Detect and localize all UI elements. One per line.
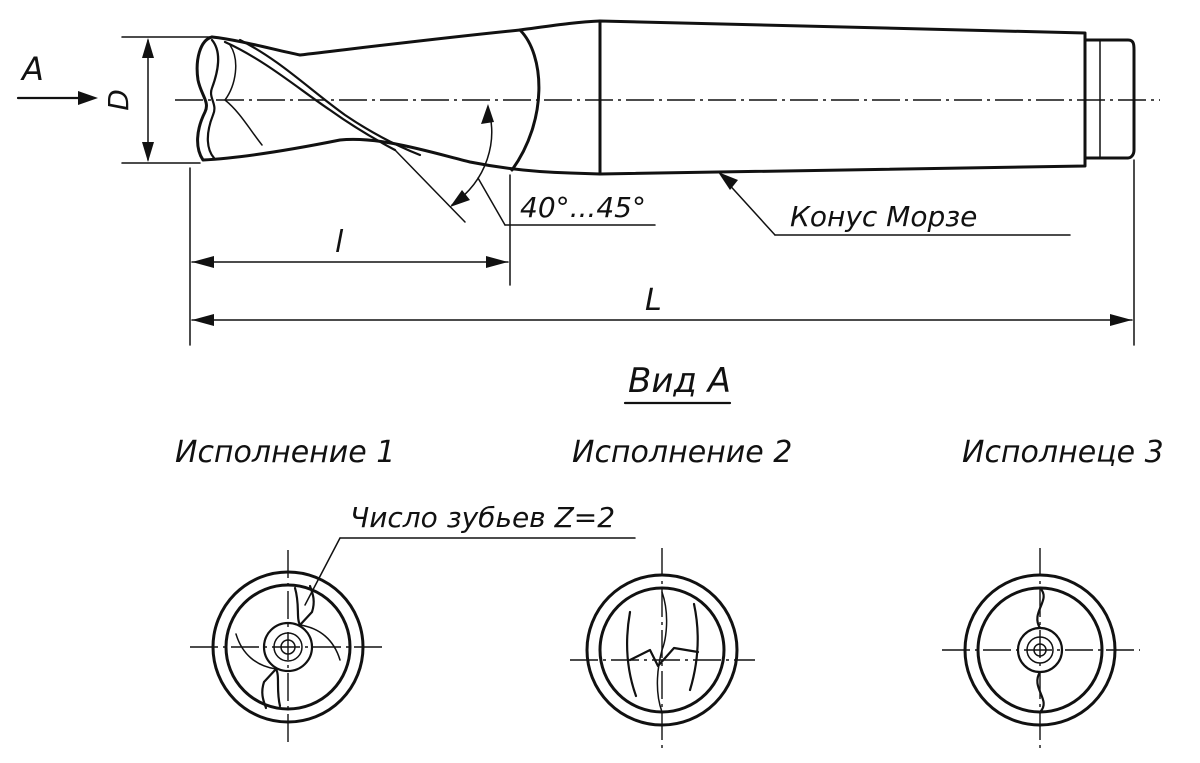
angle-dimension: 40°...45° (450, 104, 656, 226)
ev1-hub-ring-2 (280, 639, 296, 655)
teeth-count-label: Число зубьев Z=2 (350, 501, 615, 534)
view-arrow-group: A (16, 50, 98, 105)
ev3-hub-ring-1 (1026, 636, 1054, 664)
d-arrow-top (142, 38, 154, 58)
L-arrow-left (192, 314, 214, 326)
end-view-variant-1 (190, 550, 385, 745)
ev2-center-web (656, 591, 668, 713)
ev2-cutting-edge (625, 602, 699, 698)
length-l-dimension: l (189, 167, 511, 346)
ev2-chisel-edge (628, 646, 700, 668)
ev3-flute-bottom (1036, 670, 1045, 714)
view-title: Вид А (628, 361, 731, 401)
length-total-dimension: L (191, 159, 1135, 346)
l-label: l (335, 225, 344, 260)
angle-leader (477, 177, 506, 226)
angle-arrow-top (481, 104, 494, 124)
angle-arrow-bottom (450, 190, 470, 207)
angle-label: 40°...45° (520, 191, 646, 224)
view-title-group: Вид А (623, 361, 732, 405)
L-label: L (645, 283, 662, 318)
ev1-outer-circle (211, 570, 365, 724)
L-arrow-right (1110, 314, 1132, 326)
view-arrow-label: A (20, 50, 44, 88)
variant-3-caption: Исполнеце 3 (962, 435, 1164, 470)
angle-ref-line (394, 149, 466, 223)
morse-cone-callout: Конус Морзе (718, 172, 1071, 236)
ev1-hub-ring-1 (273, 632, 303, 662)
ev1-flute-curve-1 (299, 624, 341, 661)
variant-2-caption: Исполнение 2 (572, 435, 792, 470)
helix-line-2 (238, 38, 422, 157)
neck-curve (510, 28, 541, 172)
ev3-flute-top (1036, 586, 1045, 630)
flute-front-curve (206, 38, 220, 160)
variant-1-caption: Исполнение 1 (175, 435, 395, 470)
ev3-hub-ring-2 (1033, 643, 1047, 657)
end-view-variant-3 (942, 548, 1140, 752)
cutter-side-view (121, 19, 1160, 223)
morse-label: Конус Морзе (790, 200, 977, 233)
ev1-hub-circle (262, 621, 314, 673)
helix-line-1 (223, 40, 397, 152)
view-arrow-head (78, 91, 98, 105)
flute-part-outline (195, 35, 602, 176)
morse-arrow-head (718, 172, 738, 190)
flute-part-top-edge (210, 19, 602, 57)
d-label: D (102, 89, 135, 111)
ev1-flute-curve-2 (235, 633, 277, 670)
l-arrow-right (486, 256, 508, 268)
ev1-tooth-bottom (261, 667, 282, 710)
shank-tang (1083, 38, 1136, 160)
ev3-outer-circle (963, 573, 1117, 727)
ev1-second-circle (224, 583, 352, 711)
d-arrow-bottom (142, 142, 154, 162)
morse-taper-shank (598, 19, 1087, 176)
teeth-count-callout: Число зубьев Z=2 (304, 501, 636, 606)
flute-inner-curve (224, 44, 263, 146)
ev1-tooth-top (293, 584, 315, 627)
morse-leader (724, 179, 776, 236)
diameter-dimension: D (102, 38, 154, 162)
end-view-variant-2 (570, 548, 755, 752)
ev2-outer-circle (585, 573, 739, 727)
l-arrow-left (192, 256, 214, 268)
teeth-leader (304, 537, 341, 606)
